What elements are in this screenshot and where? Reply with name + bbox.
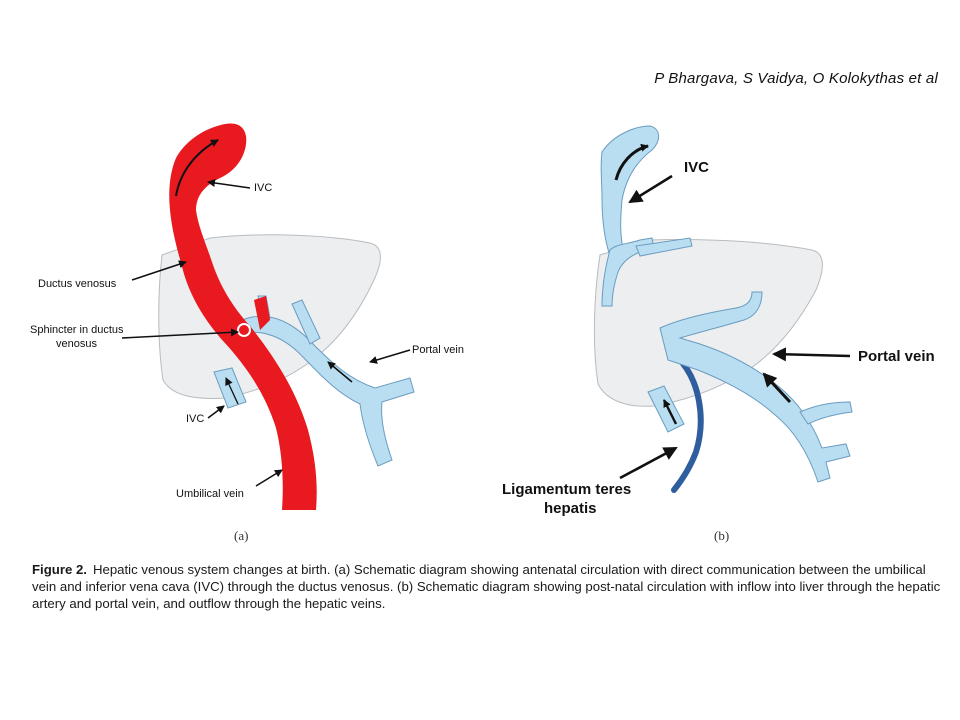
panel-label-a: (a) [234, 528, 248, 543]
ductus-venosus-pointer [131, 260, 187, 281]
portal-flow-arrow-a [327, 361, 353, 383]
label-umbilical-vein: Umbilical vein [176, 488, 244, 500]
panel-b: IVC Portal vein Ligamentum teres hepatis… [502, 125, 935, 543]
red-branch-a [254, 296, 270, 330]
ivc-lower-flow-arrow-a [225, 377, 239, 405]
figure-label: Figure 2. [32, 562, 87, 577]
label-ligamentum-line1: Ligamentum teres [502, 481, 631, 498]
label-sphincter-line1: Sphincter in ductus [30, 324, 124, 336]
panel-label-b: (b) [714, 528, 729, 543]
ductus-venosus-red [169, 123, 317, 510]
label-ligamentum-line2: hepatis [544, 500, 597, 517]
label-ductus-venosus: Ductus venosus [38, 278, 117, 290]
umbilical-vein-pointer [255, 469, 283, 487]
label-ivc-top: IVC [254, 182, 272, 194]
label-portal-vein-a: Portal vein [412, 344, 464, 356]
label-portal-vein-b: Portal vein [858, 348, 935, 365]
portal-vein-pointer-b [772, 347, 851, 362]
label-ivc-b: IVC [684, 159, 709, 176]
ligamentum-pointer [619, 446, 678, 480]
label-ivc-bottom: IVC [186, 413, 204, 425]
portal-flow-arrow-b [762, 372, 792, 404]
ligamentum-teres [671, 355, 704, 493]
ivc-top-pointer [207, 179, 251, 189]
hepatic-venous-figure: IVC Ductus venosus Sphincter in ductus v… [30, 123, 935, 543]
panel-a: IVC Ductus venosus Sphincter in ductus v… [30, 123, 464, 543]
ivc-pointer-b [628, 174, 673, 204]
authors-line: P Bhargava, S Vaidya, O Kolokythas et al [654, 70, 938, 87]
portal-vein-pointer-a [369, 349, 411, 364]
ivc-bottom-pointer [207, 405, 225, 419]
ivc-lower-flow-arrow-b [662, 399, 678, 425]
ivc-flow-arrow-b [614, 143, 649, 181]
sphincter-pointer [121, 328, 239, 339]
figure-caption: Figure 2.Hepatic venous system changes a… [32, 561, 942, 612]
caption-text: Hepatic venous system changes at birth. … [32, 562, 941, 611]
ivc-flow-arrow-a [175, 139, 219, 197]
label-sphincter-line2: venosus [56, 338, 97, 350]
blue-vessels-b [600, 125, 853, 483]
